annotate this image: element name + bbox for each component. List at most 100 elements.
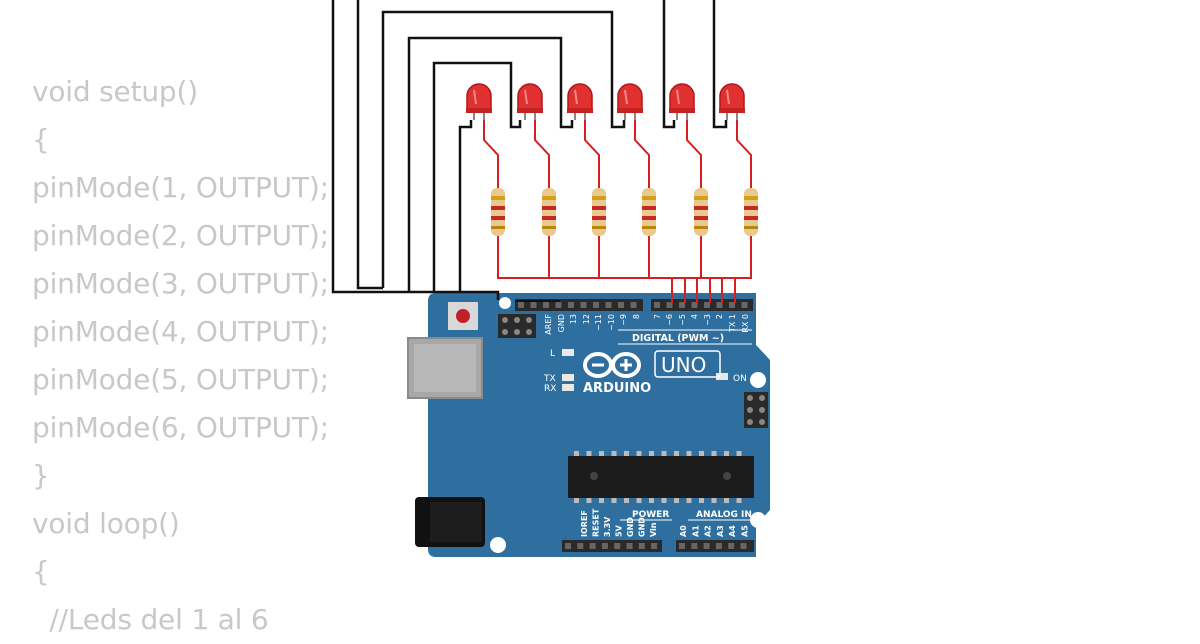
digital-pin-label: 4 bbox=[690, 314, 699, 319]
led-highlight bbox=[726, 89, 730, 105]
power-pin-label: 5V bbox=[615, 524, 624, 537]
pin-hole bbox=[618, 302, 624, 308]
led bbox=[617, 83, 643, 111]
analog-pin-label: A0 bbox=[679, 525, 688, 537]
resistor-wire bbox=[671, 236, 752, 303]
resistor-band bbox=[744, 206, 758, 210]
led-highlight bbox=[574, 89, 578, 105]
power-pin-label: IOREF bbox=[580, 510, 589, 537]
chip-pin bbox=[724, 451, 729, 456]
led-highlight bbox=[624, 89, 628, 105]
digital-pin-label: ~10 bbox=[607, 314, 616, 331]
digital-pin-label: ~11 bbox=[594, 314, 603, 331]
resistor-band bbox=[542, 226, 556, 229]
resistor-band bbox=[642, 196, 656, 200]
pin-hole bbox=[703, 543, 710, 549]
digital-pin-label: 7 bbox=[653, 314, 662, 319]
pin-hole bbox=[555, 302, 562, 308]
digital-pin-label: ~6 bbox=[665, 314, 674, 326]
chip-pin bbox=[661, 451, 667, 456]
led-base bbox=[466, 108, 492, 113]
power-jack-inner bbox=[430, 502, 482, 542]
digital-pin-label: 8 bbox=[632, 314, 641, 319]
code-line: void setup() bbox=[32, 75, 198, 108]
resistor-band bbox=[744, 216, 758, 220]
tx-led-label: TX bbox=[543, 374, 556, 384]
analog-pin-label: A3 bbox=[716, 525, 725, 537]
pin-hole bbox=[580, 302, 587, 308]
led-highlight bbox=[473, 89, 477, 105]
pin-hole bbox=[593, 302, 599, 308]
digital-pin-label: 12 bbox=[582, 314, 591, 324]
digital-pin-label: 13 bbox=[569, 314, 578, 324]
pin-hole bbox=[715, 543, 722, 549]
led-base bbox=[567, 108, 593, 113]
chip-pin bbox=[661, 498, 667, 503]
chip-pin bbox=[686, 498, 692, 503]
pin-hole bbox=[704, 302, 710, 308]
digital-pin-label: ~3 bbox=[703, 314, 712, 326]
resistor-band bbox=[642, 216, 656, 220]
pin-hole bbox=[691, 543, 698, 549]
pin-hole bbox=[630, 302, 637, 308]
chip-pin bbox=[649, 451, 654, 456]
pin-hole bbox=[626, 543, 633, 549]
digital-pin-label: 2 bbox=[715, 314, 724, 319]
digital-pin-label: GND bbox=[557, 314, 566, 332]
led-base bbox=[517, 108, 543, 113]
pin-hole bbox=[638, 543, 645, 549]
chip-pin bbox=[624, 498, 629, 503]
code-editor[interactable]: void setup() { pinMode(1, OUTPUT); pinMo… bbox=[32, 68, 329, 644]
digital-pin-label: AREF bbox=[544, 314, 553, 335]
chip-pin bbox=[636, 451, 642, 456]
resistor-band bbox=[542, 206, 556, 210]
pin-hole bbox=[543, 302, 549, 308]
arduino-logo-icon bbox=[583, 352, 641, 378]
mounting-hole bbox=[750, 512, 766, 528]
chip-pin bbox=[699, 451, 704, 456]
led bbox=[567, 83, 593, 111]
resistor-band bbox=[491, 196, 505, 200]
resistor-band bbox=[592, 216, 606, 220]
resistor-band bbox=[592, 206, 606, 210]
chip-pin bbox=[686, 451, 692, 456]
chip-pin bbox=[674, 498, 679, 503]
usb-port-inner bbox=[414, 344, 476, 392]
mounting-hole bbox=[750, 372, 766, 388]
resistor-band bbox=[592, 196, 606, 200]
analog-pin-label: A5 bbox=[741, 525, 750, 537]
resistor-band bbox=[491, 226, 505, 229]
digital-pin-label: ~9 bbox=[619, 314, 628, 326]
code-line: { bbox=[32, 123, 50, 156]
l-led-label: L bbox=[550, 349, 555, 359]
chip-pin bbox=[611, 498, 617, 503]
analog-pin-label: A1 bbox=[691, 525, 700, 537]
code-line: { bbox=[32, 555, 50, 588]
pin-hole bbox=[729, 302, 735, 308]
power-pin-label: Vin bbox=[649, 522, 658, 537]
power-header bbox=[562, 540, 662, 552]
analog-pin-label: A2 bbox=[704, 525, 713, 537]
led bbox=[466, 83, 492, 111]
power-pin-label: GND bbox=[626, 517, 635, 537]
chip-pin bbox=[711, 451, 717, 456]
code-line: pinMode(2, OUTPUT); bbox=[32, 219, 329, 252]
led-base bbox=[719, 108, 745, 113]
model-badge bbox=[654, 350, 721, 378]
signal-wire bbox=[407, 36, 574, 292]
analog-label: ANALOG IN bbox=[696, 510, 752, 520]
resistor-band bbox=[744, 226, 758, 229]
reset-button[interactable] bbox=[456, 309, 470, 323]
model-label: UNO bbox=[661, 353, 706, 377]
chip-pin bbox=[611, 451, 617, 456]
chip-pin bbox=[699, 498, 704, 503]
l-led bbox=[562, 349, 574, 356]
chip-pin bbox=[624, 451, 629, 456]
tx-led bbox=[562, 374, 574, 381]
signal-wire bbox=[331, 0, 500, 300]
led-lead-wire bbox=[483, 118, 499, 188]
mounting-hole bbox=[490, 537, 506, 553]
chip-pin bbox=[599, 451, 604, 456]
